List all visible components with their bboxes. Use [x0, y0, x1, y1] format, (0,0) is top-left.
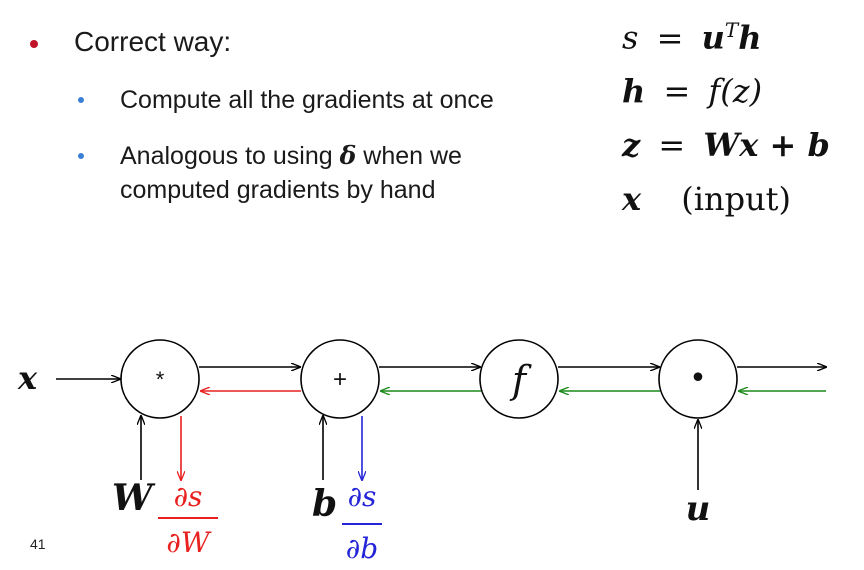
eq3-equals: = — [658, 126, 686, 164]
eq4-lhs: x — [622, 180, 642, 218]
equation-s: s = uTh — [622, 18, 761, 57]
bullet-sub2-pre: Analogous to using — [120, 142, 333, 170]
eq1-h: h — [738, 18, 762, 57]
grad-W-numerator: ∂s — [174, 480, 203, 513]
bias-b-label: b — [312, 483, 337, 525]
equation-z: z = Wx + b — [622, 126, 830, 164]
bullet-main-text: Correct way: — [74, 26, 232, 57]
eq1-u: u — [701, 18, 725, 57]
eq4-rhs: (input) — [681, 180, 792, 218]
node-dot-label: • — [689, 361, 707, 396]
bullet-main-dot — [30, 40, 38, 48]
node-add — [300, 339, 380, 419]
node-multiply-label: * — [156, 367, 165, 392]
eq1-lhs: s — [622, 18, 639, 57]
weight-W-label: W — [112, 477, 156, 519]
eq3-rhs: Wx + b — [703, 126, 830, 164]
node-dot-product — [658, 339, 738, 419]
input-x-label: x — [17, 359, 38, 397]
eq3-lhs: z — [622, 126, 641, 164]
grad-W-denominator: ∂W — [166, 526, 211, 559]
node-add-label: + — [333, 366, 347, 393]
bullet-sub1-dot — [78, 97, 84, 103]
eq2-equals: = — [663, 72, 691, 110]
eq2-rhs: f(z) — [708, 72, 763, 110]
node-f — [479, 339, 559, 419]
delta-symbol: δ — [339, 141, 357, 170]
bullet-sub2-line2: computed gradients by hand — [120, 176, 436, 204]
vector-u-label: u — [686, 489, 711, 529]
bullet-sub2-line1: Analogous to using δ when we — [120, 141, 462, 171]
eq2-lhs: h — [622, 72, 646, 110]
equation-x: x (input) — [622, 180, 791, 218]
equation-h: h = f(z) — [622, 72, 762, 110]
bullet-sub1-text: Compute all the gradients at once — [120, 86, 494, 114]
page-number: 41 — [30, 536, 46, 552]
bullet-sub2-dot — [78, 153, 84, 159]
grad-b-denominator: ∂b — [346, 532, 378, 565]
node-multiply — [120, 339, 200, 419]
grad-b-numerator: ∂s — [348, 480, 377, 513]
eq1-equals: = — [656, 18, 684, 57]
eq1-transpose: T — [724, 18, 739, 42]
bullet-sub2-post: when we — [363, 142, 462, 170]
